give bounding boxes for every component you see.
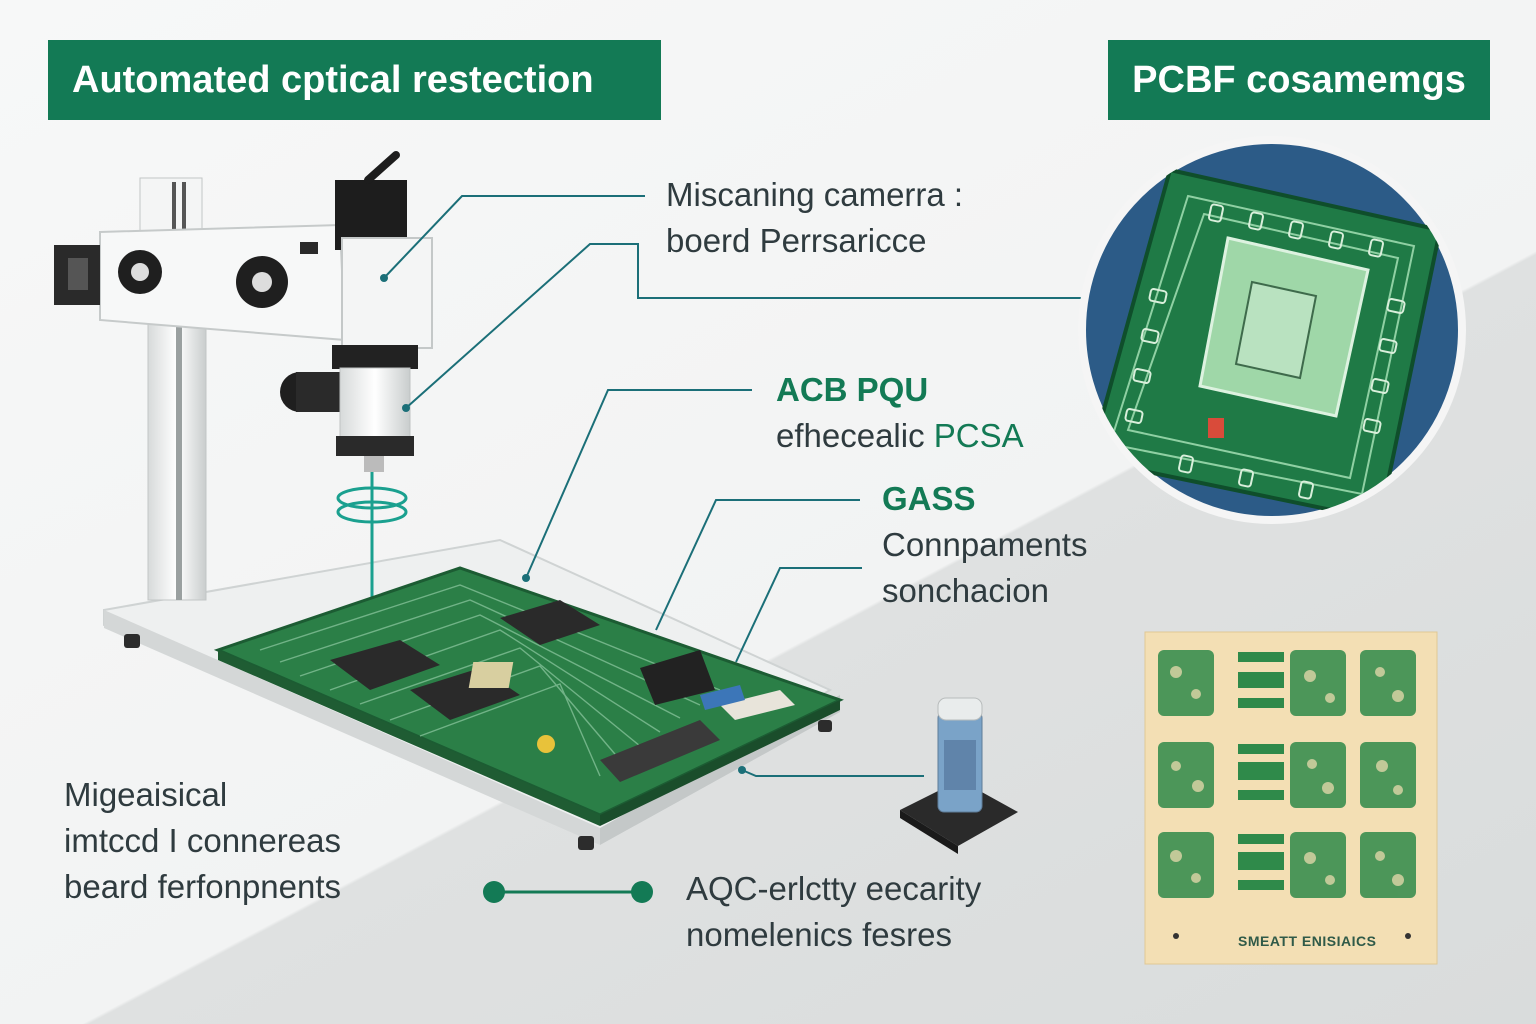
callout-bottom-left-line3: beard ferfonpnents <box>64 868 342 905</box>
callout-bottom-left-line2: imtccd I connereas <box>64 822 341 859</box>
microscope-column <box>139 177 207 601</box>
callout-bottom-mid-line2: nomelenics fesres <box>686 916 952 953</box>
microscope-arm <box>54 223 347 342</box>
sample-card-label: SMEATT ENISIAICS <box>1238 933 1377 949</box>
callout-gass-line3: sonchacion <box>882 572 1049 609</box>
microscope-camera-head <box>280 151 433 472</box>
title-banner-right: PCBF cosamemgs <box>1108 40 1490 120</box>
callout-bottom-mid-line1: AQC-erlctty eecarity <box>686 870 982 907</box>
title-banner-left: Automated cptical restection <box>48 40 661 120</box>
callout-camera-line1: Miscaning camerra : <box>666 176 964 213</box>
pcb-board <box>213 566 844 826</box>
callout-gass: GASS Connpaments sonchacion <box>882 476 1087 614</box>
callout-acb-line2a: efhecealic <box>776 417 934 454</box>
callout-gass-line1: GASS <box>882 480 976 517</box>
chip-zoom-magnifier-icon <box>1078 136 1466 524</box>
callout-gass-line2: Connpaments <box>882 526 1088 563</box>
callout-camera-line2: boerd Perrsaricce <box>666 222 927 259</box>
callout-bottom-left-line1: Migeaisical <box>64 776 228 813</box>
sample-vial-icon <box>900 697 1018 854</box>
callout-acb: ACB PQU efhecealic PCSA <box>776 367 1024 459</box>
callout-bottom-mid: AQC-erlctty eecarity nomelenics fesres <box>686 866 981 958</box>
callout-acb-line1: ACB PQU <box>776 371 929 408</box>
connector-dot-icon <box>483 881 653 903</box>
callout-bottom-left: Migeaisical imtccd I connereas beard fer… <box>64 772 341 910</box>
sample-card <box>1144 631 1438 965</box>
callout-camera: Miscaning camerra : boerd Perrsaricce <box>666 172 963 264</box>
callout-acb-line2b: PCSA <box>933 417 1024 454</box>
leader-lines <box>383 195 1092 777</box>
